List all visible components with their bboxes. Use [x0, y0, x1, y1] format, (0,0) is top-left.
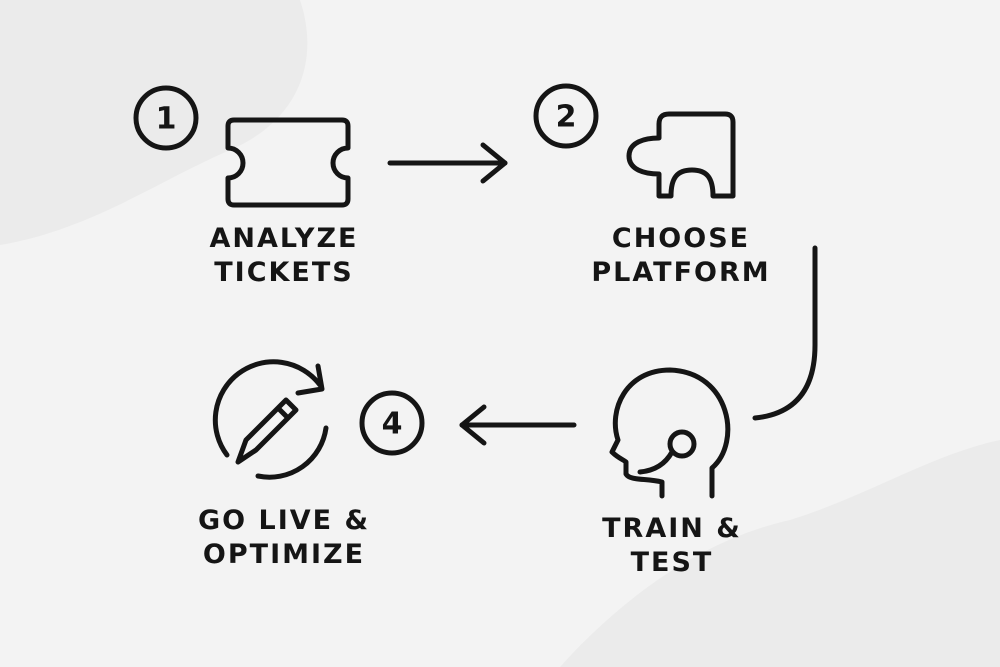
ticket-icon [225, 117, 351, 208]
step-go-live-optimize: GO LIVE & OPTIMIZE [154, 504, 414, 572]
step-2-number-circle [533, 83, 599, 149]
step-4-label-line-1: GO LIVE & [197, 505, 371, 536]
step-1-label-line-2: TICKETS [214, 257, 354, 288]
step-4-number-circle [359, 390, 425, 456]
step-analyze-tickets: ANALYZE TICKETS [154, 222, 414, 290]
step-2-label-line-2: PLATFORM [591, 257, 771, 288]
step-choose-platform: CHOOSE PLATFORM [551, 222, 811, 290]
refresh-arc-icon [212, 359, 323, 458]
step-3-label-line-2: TEST [630, 547, 714, 578]
background-blob-bottom-right [560, 440, 1000, 667]
step-train-test: TRAIN & TEST [542, 512, 802, 580]
arrow-right [387, 142, 508, 184]
refresh-arrowhead-icon [295, 363, 325, 396]
puzzle-piece-icon [626, 111, 736, 199]
refresh-arc-lower-icon [255, 425, 329, 480]
step-2-label-line-1: CHOOSE [611, 223, 751, 254]
step-2-number: 2 [556, 100, 577, 135]
step-4-number: 4 [382, 407, 403, 442]
headset-mic-icon [637, 449, 675, 475]
step-3-label-line-1: TRAIN & [602, 513, 742, 544]
pencil-icon [235, 397, 299, 465]
arrow-left [459, 404, 577, 446]
step-1-number: 1 [156, 102, 177, 137]
background-blob-top-left [0, 0, 308, 245]
connector-curve [752, 245, 818, 421]
headset-earpiece-icon [667, 429, 697, 459]
step-1-label-line-1: ANALYZE [209, 223, 359, 254]
step-1-number-circle [133, 85, 199, 151]
step-4-label-line-2: OPTIMIZE [202, 539, 366, 570]
head-profile-icon [609, 367, 731, 499]
